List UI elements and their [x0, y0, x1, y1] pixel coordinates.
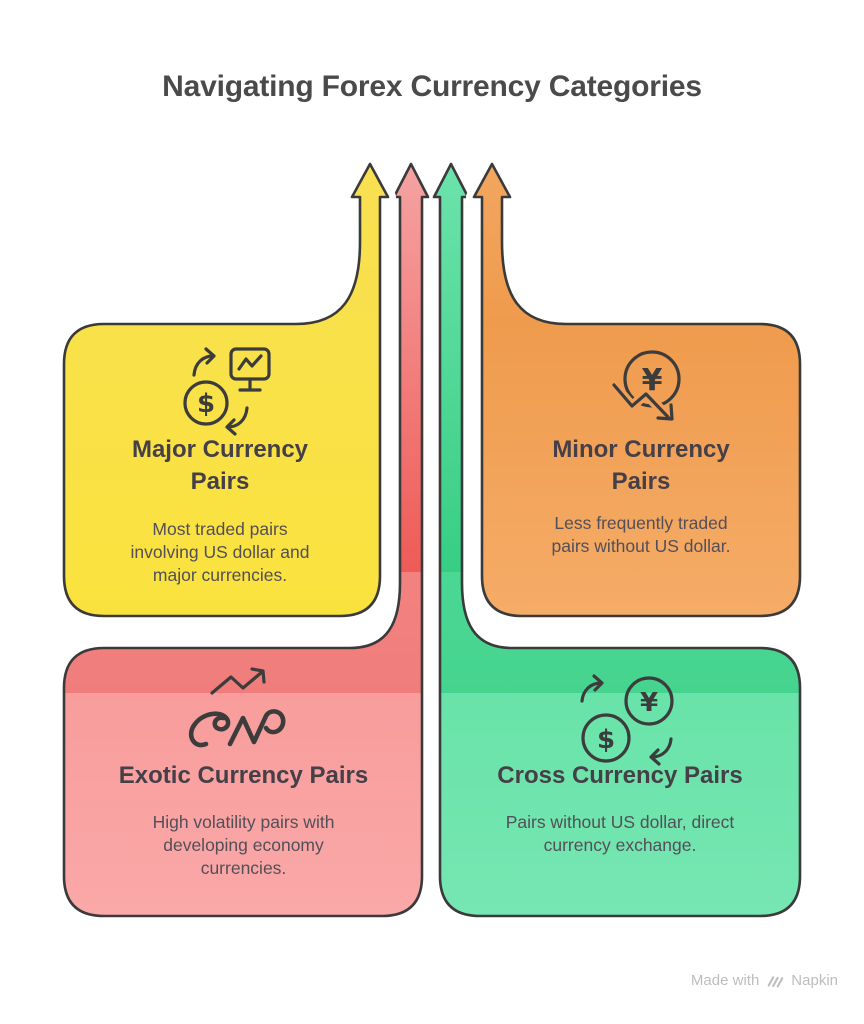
- cross-stream-arrow-card: [432, 162, 802, 918]
- exotic-card-title: Exotic Currency Pairs: [118, 762, 369, 789]
- page-title: Navigating Forex Currency Categories: [162, 70, 702, 103]
- footer-branding: Made with Napkin: [691, 972, 838, 989]
- dollar-monitor-exchange-icon: $: [183, 347, 271, 436]
- scribble-trend-up-icon: [188, 667, 286, 748]
- major-card-title: Major Currency Pairs: [131, 436, 309, 495]
- minor-card-description: Less frequently traded pairs without US …: [551, 513, 731, 556]
- brand-label: Napkin: [791, 972, 838, 989]
- yen-decline-icon: ¥: [609, 350, 681, 422]
- dollar-yen-exchange-icon: ¥ $: [580, 674, 674, 766]
- cross-card-content: Cross Currency Pairs Pairs without US do…: [440, 760, 800, 857]
- major-card-content: Major Currency Pairs Most traded pairs i…: [60, 434, 380, 587]
- minor-stream-arrow-card: [472, 162, 802, 618]
- cross-card-title: Cross Currency Pairs: [497, 762, 743, 789]
- exotic-card-content: Exotic Currency Pairs High volatility pa…: [64, 760, 423, 880]
- dollar-glyph: $: [597, 725, 615, 755]
- napkin-logo-icon: [767, 975, 784, 987]
- dollar-glyph: $: [197, 389, 215, 419]
- major-stream-arrow-card: [62, 162, 390, 618]
- yen-glyph: ¥: [640, 688, 658, 718]
- made-with-label: Made with: [690, 972, 760, 989]
- exotic-stream-arrow-card: [62, 162, 430, 918]
- minor-card-content: Minor Currency Pairs Less frequently tra…: [482, 434, 800, 558]
- exotic-card-description: High volatility pairs with developing ec…: [152, 812, 335, 878]
- minor-card-title: Minor Currency Pairs: [552, 436, 730, 495]
- cross-card-description: Pairs without US dollar, direct currency…: [505, 812, 735, 855]
- major-card-description: Most traded pairs involving US dollar an…: [130, 519, 310, 585]
